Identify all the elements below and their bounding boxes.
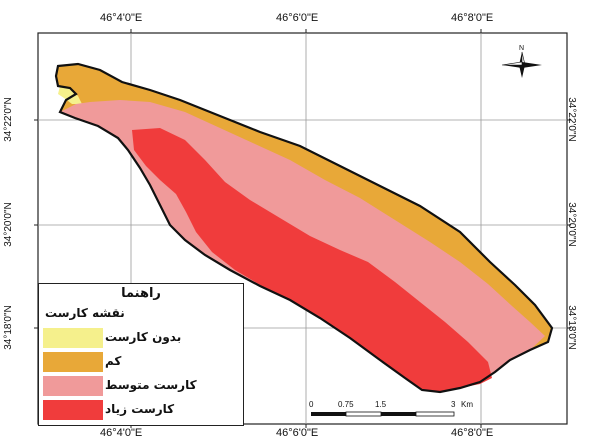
legend-swatch-low-karst [43,352,103,372]
scale-tick-2: 1.5 [375,400,387,409]
legend-item-high-karst: کارست زیاد [43,400,239,422]
right-coord-label-2: 34°20'0"N [565,202,577,247]
left-coord-label-2: 34°20'0"N [2,202,14,247]
scale-tick-0: 0 [309,400,314,409]
north-label: N [519,45,524,52]
left-coord-label-1: 34°22'0"N [2,97,14,142]
legend-swatch-high-karst [43,400,103,420]
bottom-coord-label-3: 46°8'0"E [451,427,494,439]
compass-rose-icon: N [501,45,542,78]
zone-high-karst [132,128,492,392]
scale-bar: 0 0.75 1.5 3 Km [305,400,485,422]
legend-label-medium-karst: کارست متوسط [105,378,197,392]
legend-box: راهنما نقشه کارست بدون کارست کم کارست مت… [38,283,244,426]
legend-label-low-karst: کم [105,354,122,368]
legend-item-no-karst: بدون کارست [43,328,239,350]
scale-unit: Km [461,400,473,409]
legend-swatch-medium-karst [43,376,103,396]
bottom-coord-label-2: 46°6'0"E [276,427,319,439]
scale-tick-1: 0.75 [338,400,354,409]
north-arrow: N [497,42,547,88]
legend-label-high-karst: کارست زیاد [105,402,175,416]
left-coord-label-3: 34°18'0"N [2,305,14,350]
study-area-boundary [54,62,554,394]
legend-swatch-no-karst [43,328,103,348]
legend-item-low-karst: کم [43,352,239,374]
zone-no-karst [58,86,82,104]
frame-ticks [34,29,571,428]
bottom-coord-label-1: 46°4'0"E [100,427,143,439]
right-coord-label-3: 34°18'0"N [565,305,577,350]
right-coord-label-1: 34°22'0"N [565,97,577,142]
legend-label-no-karst: بدون کارست [105,330,182,344]
top-coord-label-2: 46°6'0"E [276,12,319,24]
legend-item-medium-karst: کارست متوسط [43,376,239,398]
scale-bar-graphic [311,411,455,417]
top-coord-label-1: 46°4'0"E [100,12,143,24]
legend-subtitle: نقشه کارست [45,306,125,320]
top-coord-label-3: 46°8'0"E [451,12,494,24]
scale-tick-3: 3 [451,400,456,409]
karst-zones [54,62,554,394]
legend-title: راهنما [121,286,161,301]
